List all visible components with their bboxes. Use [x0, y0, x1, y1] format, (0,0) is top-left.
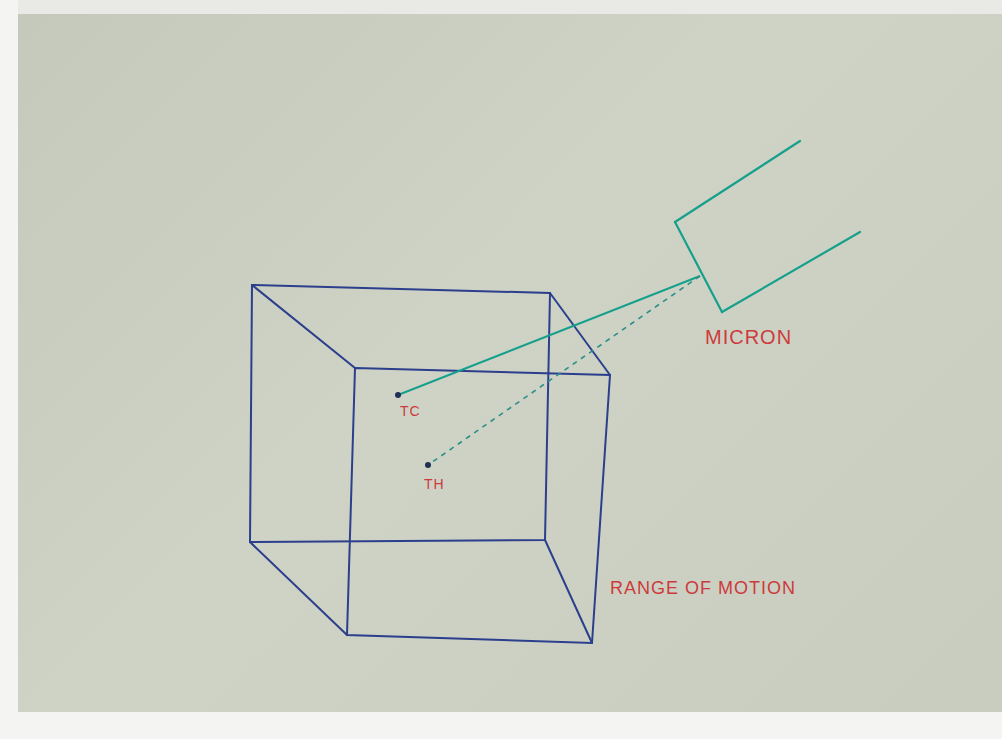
board-frame: [18, 0, 1002, 14]
point-dot: [395, 392, 401, 398]
cube-outline: [250, 285, 610, 643]
point-dot: [425, 462, 431, 468]
whiteboard: [18, 14, 1002, 712]
micron-tool: [675, 141, 860, 312]
point-label: TH: [424, 476, 445, 492]
node-label: RANGE OF MOTION: [610, 578, 796, 599]
tip-line: [398, 276, 700, 395]
point-label: TC: [400, 403, 421, 419]
target-dashed-line: [428, 276, 700, 465]
node-label: MICRON: [705, 326, 792, 349]
micron-device: MICRON: [672, 138, 862, 316]
range-cube: RANGE OF MOTION: [250, 285, 612, 645]
